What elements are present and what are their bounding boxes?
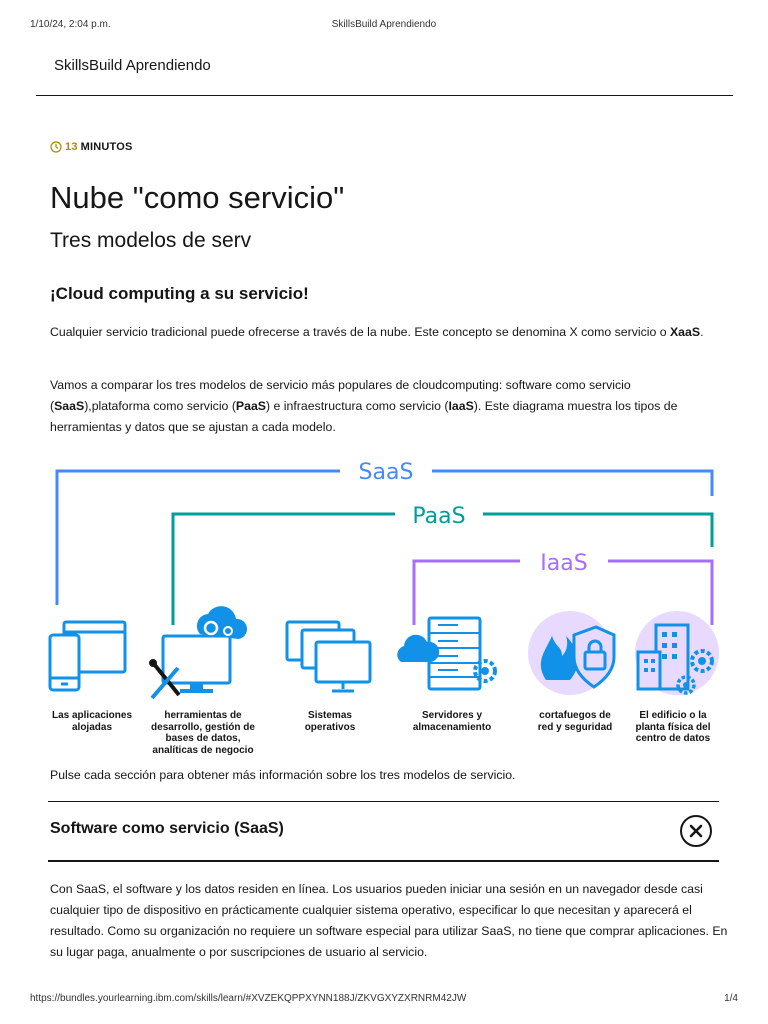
label-dev-tools: herramientas de desarrollo, gestión de b… <box>151 710 255 756</box>
devices-icon <box>48 620 127 692</box>
print-title: SkillsBuild Aprendiendo <box>331 19 437 30</box>
print-footer: https://bundles.yourlearning.ibm.com/ski… <box>0 993 768 1007</box>
print-page-number: 1/4 <box>724 993 738 1004</box>
firewall-lock-icon <box>528 611 616 695</box>
accordion-divider-bottom <box>48 860 719 862</box>
instruction-text: Pulse cada sección para obtener más info… <box>50 768 516 782</box>
dev-tools-icon <box>149 606 248 700</box>
page-title: Nube "como servicio" <box>50 180 345 215</box>
label-datacenter: El edificio o la planta física del centr… <box>635 710 711 744</box>
label-operating-systems: Sistemas operativos <box>304 710 356 733</box>
diagram-graphic: SaaS PaaS IaaS <box>48 460 719 700</box>
accordion-close-button[interactable] <box>680 815 712 847</box>
intro-paragraph-2: Vamos a comparar los tres modelos de ser… <box>50 378 678 434</box>
duration-value: 13 <box>65 141 78 153</box>
duration-badge: 13 MINUTOS <box>50 141 133 153</box>
intro-paragraph-1: Cualquier servicio tradicional puede ofr… <box>50 325 704 339</box>
accordion-divider-top <box>48 801 719 802</box>
print-datetime: 1/10/24, 2:04 p.m. <box>30 19 111 30</box>
iaas-bracket-label: IaaS <box>540 551 587 576</box>
paas-bracket: PaaS <box>171 504 714 625</box>
accordion-body-saas: Con SaaS, el software y los datos reside… <box>50 882 728 959</box>
print-url: https://bundles.yourlearning.ibm.com/ski… <box>30 993 467 1004</box>
paas-bracket-label: PaaS <box>412 504 465 529</box>
label-firewall-security: cortafuegos de red y seguridad <box>537 710 613 733</box>
saas-bracket: SaaS <box>55 460 714 605</box>
server-cloud-icon <box>397 616 497 691</box>
close-icon <box>689 824 703 838</box>
datacenter-building-icon <box>635 611 719 695</box>
clock-icon <box>50 141 62 153</box>
label-hosted-apps: Las aplicaciones alojadas <box>51 710 133 733</box>
header-divider <box>36 95 733 96</box>
accordion-title-saas[interactable]: Software como servicio (SaaS) <box>50 820 284 837</box>
label-servers-storage: Servidores y almacenamiento <box>412 710 492 733</box>
duration-unit: MINUTOS <box>80 141 133 153</box>
section-heading: ¡Cloud computing a su servicio! <box>50 284 309 303</box>
page-subtitle: Tres modelos de serv <box>50 229 252 252</box>
iaas-bracket: IaaS <box>412 551 714 625</box>
service-models-diagram: SaaS PaaS IaaS <box>40 455 730 765</box>
site-title[interactable]: SkillsBuild Aprendiendo <box>54 57 211 74</box>
saas-bracket-label: SaaS <box>359 460 414 485</box>
os-windows-icon <box>285 620 372 693</box>
print-header: 1/10/24, 2:04 p.m. SkillsBuild Aprendien… <box>0 19 768 33</box>
